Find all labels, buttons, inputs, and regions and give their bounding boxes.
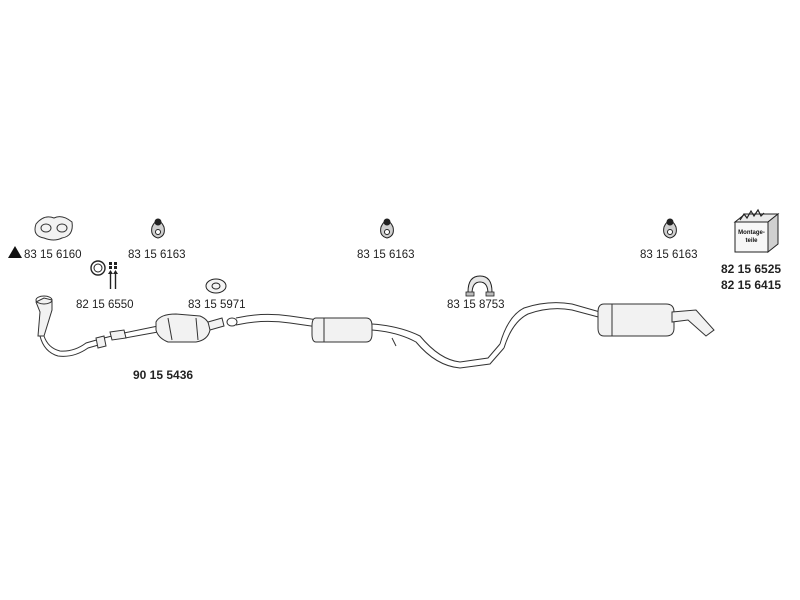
bolt-set-icon	[108, 262, 118, 289]
flange-gasket-icon	[205, 278, 227, 294]
rear-silencer	[597, 303, 715, 337]
rubber-hanger-icon	[151, 218, 165, 239]
warning-triangle-icon	[8, 246, 22, 258]
flange-gasket-icon	[34, 216, 73, 241]
part-number-82-15-6525: 82 15 6525	[721, 262, 781, 276]
kit-box-label-line2: teile	[745, 238, 758, 244]
seal-ring-icon	[90, 260, 106, 276]
front-downpipe	[35, 295, 107, 357]
exhaust-pipe-assembly	[35, 295, 715, 369]
part-number-83-15-6163-a: 83 15 6163	[128, 249, 186, 261]
middle-pipe	[226, 313, 319, 328]
rubber-hanger-icon	[380, 218, 394, 239]
rubber-hanger-icon	[663, 218, 677, 239]
clamp-icon	[465, 275, 495, 297]
part-number-82-15-6550: 82 15 6550	[76, 299, 134, 311]
rear-pipe	[371, 302, 603, 369]
part-number-83-15-5971: 83 15 5971	[188, 299, 246, 311]
part-number-83-15-8753: 83 15 8753	[447, 299, 505, 311]
center-silencer	[311, 317, 373, 343]
part-number-90-15-5436: 90 15 5436	[133, 368, 193, 382]
mounting-kit-box-icon: Montage- teile	[733, 208, 780, 254]
part-number-83-15-6160: 83 15 6160	[24, 249, 82, 261]
catalytic-converter	[123, 313, 225, 343]
kit-box-label-line1: Montage-	[738, 230, 765, 236]
part-number-82-15-6415: 82 15 6415	[721, 278, 781, 292]
part-number-83-15-6163-c: 83 15 6163	[640, 249, 698, 261]
part-number-83-15-6163-b: 83 15 6163	[357, 249, 415, 261]
